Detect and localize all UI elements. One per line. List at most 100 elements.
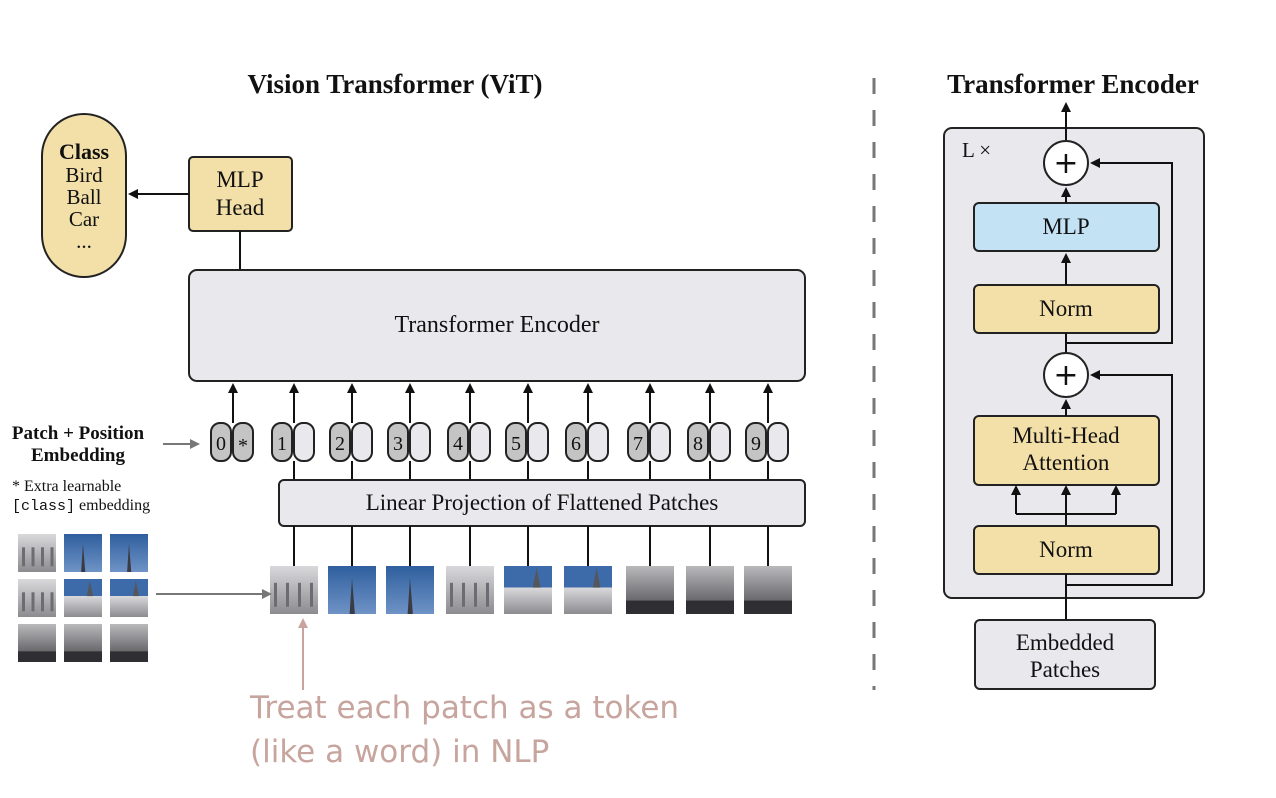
- token-label-0: 0: [216, 433, 226, 455]
- token-embedding-6: [587, 422, 609, 462]
- residual-add-bottom: +: [1043, 352, 1089, 398]
- token-7: 7: [627, 383, 671, 480]
- transformer-encoder-box: Transformer Encoder: [188, 269, 806, 382]
- token-position-5: [505, 422, 527, 462]
- mlp-block: MLP: [973, 202, 1160, 252]
- patch-thumbnail-2: [328, 566, 376, 614]
- mlp-head-line1: MLP: [216, 167, 263, 192]
- extra-note-code: [class]: [12, 498, 75, 515]
- token-embedding-9: [767, 422, 789, 462]
- embedding-label-line1: Patch + Position: [12, 423, 145, 444]
- plus-bottom-symbol: +: [1053, 358, 1078, 393]
- annotation-line1: Treat each patch as a token: [249, 690, 679, 726]
- attention-line1: Multi-Head: [1012, 423, 1120, 448]
- extra-note-line1: * Extra learnable: [12, 478, 121, 495]
- patch-thumbnail-5: [504, 566, 552, 614]
- token-embedding-2: [351, 422, 373, 462]
- patch-thumbnail-1: [270, 566, 318, 614]
- encoder-detail-title: Transformer Encoder: [947, 69, 1199, 99]
- source-tile-2: [64, 534, 102, 572]
- patch-thumbnail-4: [446, 566, 494, 614]
- token-position-1: [271, 422, 293, 462]
- token-position-2: [329, 422, 351, 462]
- patch-thumbnail-9: [744, 566, 792, 614]
- source-tile-3: [110, 534, 148, 572]
- token-6: 6: [565, 383, 609, 480]
- token-4: 4: [447, 383, 491, 480]
- token-position-7: [627, 422, 649, 462]
- patch-thumbnail-7: [626, 566, 674, 614]
- token-position-8: [687, 422, 709, 462]
- linear-projection-label: Linear Projection of Flattened Patches: [366, 490, 719, 515]
- vit-title: Vision Transformer (ViT): [248, 69, 543, 99]
- token-position-3: [387, 422, 409, 462]
- plus-top-symbol: +: [1053, 146, 1078, 181]
- embedded-patches-line2: Patches: [1030, 657, 1100, 682]
- class-item-more: ...: [76, 229, 92, 253]
- norm-bottom-label: Norm: [1039, 537, 1093, 562]
- token-embedding-8: [709, 422, 731, 462]
- mlp-head-box: MLP Head: [188, 156, 293, 232]
- source-tile-5: [64, 579, 102, 617]
- token-label-3: 3: [393, 433, 403, 455]
- token-position-0: [210, 422, 232, 462]
- source-tile-8: [64, 624, 102, 662]
- class-token-mark: *: [238, 435, 248, 457]
- patch-thumbnail-6: [564, 566, 612, 614]
- token-label-7: 7: [633, 433, 643, 455]
- source-tile-6: [110, 579, 148, 617]
- token-position-6: [565, 422, 587, 462]
- repeat-label: L ×: [962, 138, 991, 162]
- linear-projection-box: Linear Projection of Flattened Patches: [278, 479, 806, 527]
- token-5: 5: [505, 383, 549, 480]
- token-embedding-5: [527, 422, 549, 462]
- source-tile-9: [110, 624, 148, 662]
- embedded-patches-box: Embedded Patches: [974, 619, 1156, 690]
- token-1: 1: [271, 383, 315, 480]
- token-0: 0*: [210, 383, 254, 462]
- token-label-2: 2: [335, 433, 345, 455]
- transformer-encoder-label: Transformer Encoder: [394, 312, 599, 338]
- source-tile-7: [18, 624, 56, 662]
- token-label-6: 6: [571, 433, 581, 455]
- class-output-box: Class Bird Ball Car ...: [41, 113, 127, 278]
- token-embedding-3: [409, 422, 431, 462]
- token-8: 8: [687, 383, 731, 480]
- token-position-4: [447, 422, 469, 462]
- residual-connection-top: [1066, 158, 1173, 344]
- attention-line2: Attention: [1023, 450, 1110, 475]
- class-item-ball: Ball: [67, 185, 102, 209]
- token-embedding-7: [649, 422, 671, 462]
- norm-bottom-block: Norm: [973, 525, 1160, 575]
- patch-thumbnail-3: [386, 566, 434, 614]
- token-label-5: 5: [511, 433, 521, 455]
- token-2: 2: [329, 383, 373, 480]
- token-label-8: 8: [693, 433, 703, 455]
- token-label-9: 9: [751, 433, 761, 455]
- extra-note-line2: [class] embedding: [12, 497, 150, 515]
- token-label-4: 4: [453, 433, 463, 455]
- embedded-patches-line1: Embedded: [1016, 630, 1115, 655]
- mlp-head-line2: Head: [216, 195, 265, 220]
- token-3: 3: [387, 383, 431, 480]
- patch-thumbnail-8: [686, 566, 734, 614]
- class-item-car: Car: [69, 207, 99, 231]
- token-embedding-4: [469, 422, 491, 462]
- residual-connection-bottom: [1066, 370, 1173, 586]
- patch-row: [270, 526, 792, 614]
- mlp-label: MLP: [1042, 214, 1089, 239]
- attention-block: Multi-Head Attention: [973, 415, 1160, 486]
- source-tile-1: [18, 534, 56, 572]
- class-heading: Class: [59, 139, 110, 164]
- token-embedding-0: [232, 422, 254, 462]
- norm-top-block: Norm: [973, 284, 1160, 334]
- extra-note-rest: embedding: [75, 497, 150, 514]
- class-item-bird: Bird: [65, 163, 103, 187]
- norm-top-label: Norm: [1039, 296, 1093, 321]
- token-embedding-1: [293, 422, 315, 462]
- token-9: 9: [745, 383, 789, 480]
- embedding-label-line2: Embedding: [31, 445, 125, 466]
- token-position-9: [745, 422, 767, 462]
